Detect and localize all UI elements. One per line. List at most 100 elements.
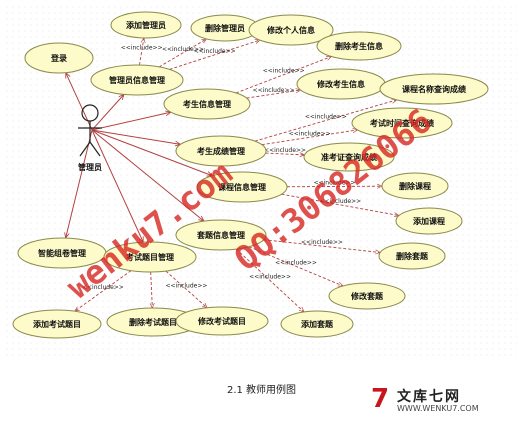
use-case-label: 套题信息管理 (196, 230, 245, 240)
use-case-label: 删除课程 (399, 181, 431, 191)
use-case-shape (103, 241, 197, 273)
use-case-edit-student-info: 修改考生信息 (296, 68, 386, 100)
use-case-shape (378, 242, 446, 270)
include-label-admin-info-mgmt-to-add-admin: <<include>> (121, 44, 163, 51)
use-case-label: 课程信息管理 (218, 182, 266, 192)
use-case-query-by-course: 课程名称查询成绩 (379, 73, 489, 105)
include-label-student-info-mgmt-to-delete-student-info: <<include>> (263, 68, 305, 75)
use-case-delete-student-info: 删除考生信息 (316, 31, 402, 61)
include-label-exam-question-mgmt-to-add-exam-question: <<include>> (82, 284, 124, 291)
include-label-course-info-mgmt-to-add-course: <<include>> (319, 198, 361, 205)
use-case-delete-course: 删除课程 (381, 172, 449, 200)
include-question-set-mgmt-to-add-question-set (235, 248, 304, 312)
include-label-question-set-mgmt-to-edit-question-set: <<include>> (275, 259, 317, 266)
include-student-info-mgmt-to-delete-student-info (235, 57, 331, 94)
include-label-score-mgmt-to-query-by-exam-time: <<include>> (289, 130, 331, 137)
association-score-mgmt (91, 129, 181, 144)
use-case-query-by-ticket: 准考证查询成绩 (303, 142, 395, 172)
include-label-exam-question-mgmt-to-edit-exam-question: <<include>> (166, 282, 208, 289)
association-admin-info-mgmt (91, 94, 124, 131)
logo-title: 文库七网 (397, 389, 461, 405)
association-exam-question-mgmt (91, 129, 144, 242)
include-label-student-info-mgmt-to-edit-student-info: <<include>> (253, 87, 295, 94)
use-case-shape (351, 107, 453, 139)
use-case-exam-question-mgmt: 考试题目管理 (103, 241, 197, 273)
use-case-admin-info-mgmt: 管理员信息管理 (90, 64, 184, 96)
include-course-info-mgmt-to-delete-course (286, 186, 382, 187)
use-case-add-exam-question: 添加考试题目 (12, 309, 102, 339)
use-case-edit-exam-question: 修改考试题目 (175, 306, 269, 336)
association-question-set-mgmt (91, 129, 204, 221)
use-case-student-info-mgmt: 考生信息管理 (163, 88, 251, 120)
include-question-set-mgmt-to-edit-question-set (248, 246, 343, 286)
use-case-label: 添加课程 (413, 216, 445, 226)
association-course-info-mgmt (91, 129, 212, 176)
include-question-set-mgmt-to-delete-question-set (263, 239, 380, 253)
use-case-shape (175, 219, 267, 251)
use-case-label: 添加套题 (301, 319, 334, 329)
use-case-shape (163, 88, 251, 120)
use-case-label: 登录 (50, 53, 67, 63)
use-case-shape (175, 135, 267, 167)
use-case-shape (303, 142, 395, 172)
use-case-login: 登录 (24, 42, 94, 74)
include-label-score-mgmt-to-query-by-course: <<include>> (305, 113, 347, 120)
use-case-label: 管理员信息管理 (109, 75, 165, 85)
use-case-shape (280, 310, 354, 338)
use-case-shape (110, 11, 182, 39)
use-case-label: 考试题目管理 (126, 252, 174, 262)
use-case-add-course: 添加课程 (395, 207, 463, 235)
association-student-info-mgmt (91, 112, 171, 131)
include-admin-info-mgmt-to-delete-admin (158, 39, 206, 68)
actor-label: 管理员 (78, 162, 102, 172)
use-case-shape (12, 309, 102, 339)
use-case-shape (328, 282, 406, 310)
use-case-shape (196, 171, 288, 203)
use-case-edit-personal-info: 修改个人信息 (248, 14, 334, 46)
use-case-shape (395, 207, 463, 235)
use-case-label: 考生信息管理 (183, 99, 231, 109)
use-case-label: 修改个人信息 (266, 25, 315, 35)
use-case-add-admin: 添加管理员 (110, 11, 182, 39)
use-case-shape (90, 64, 184, 96)
include-label-course-info-mgmt-to-delete-course: <<include>> (314, 179, 356, 186)
use-case-shape (248, 14, 334, 46)
use-case-shape (175, 306, 269, 336)
include-score-mgmt-to-query-by-exam-time (261, 130, 358, 146)
use-case-label: 删除考生信息 (335, 41, 383, 51)
use-case-label: 修改套题 (350, 291, 384, 301)
include-label-question-set-mgmt-to-delete-question-set: <<include>> (301, 239, 343, 246)
use-case-delete-question-set: 删除套题 (378, 242, 446, 270)
use-case-query-by-exam-time: 考试时间查询成绩 (351, 107, 453, 139)
use-case-label: 准考证查询成绩 (321, 152, 377, 162)
include-label-question-set-mgmt-to-add-question-set: <<include>> (249, 274, 291, 281)
use-case-label: 删除考试题目 (129, 317, 177, 327)
use-case-label: 考试时间查询成绩 (370, 118, 434, 128)
include-exam-question-mgmt-to-add-exam-question (75, 270, 132, 312)
use-case-label: 删除套题 (396, 251, 429, 261)
use-case-score-mgmt: 考生成绩管理 (175, 135, 267, 167)
use-case-shape (381, 172, 449, 200)
use-case-label: 删除管理员 (205, 23, 245, 33)
use-case-label: 修改考生信息 (316, 79, 365, 89)
include-exam-question-mgmt-to-delete-exam-question (151, 271, 153, 308)
logo-mark: 7 (371, 384, 390, 414)
include-admin-info-mgmt-to-edit-personal-info (169, 40, 260, 70)
figure-caption: 2.1 教师用例图 (226, 385, 297, 396)
use-case-label: 课程名称查询成绩 (402, 84, 466, 94)
use-case-label: 修改考试题目 (197, 316, 246, 326)
actor-admin: 管理员 (78, 104, 102, 172)
include-student-info-mgmt-to-edit-student-info (246, 90, 301, 99)
include-label-score-mgmt-to-query-by-ticket: <<include>> (264, 147, 306, 154)
include-label-admin-info-mgmt-to-edit-personal-info: <<include>> (194, 48, 236, 55)
actor-leg-left (79, 141, 91, 157)
site-logo: 7 文库七网 WWW.WENKU7.COM (371, 386, 511, 418)
association-smart-paper (66, 129, 93, 238)
use-case-edit-question-set: 修改套题 (328, 282, 406, 310)
actor-leg-right (89, 141, 101, 157)
use-case-shape (379, 73, 489, 105)
include-score-mgmt-to-query-by-ticket (265, 153, 305, 155)
